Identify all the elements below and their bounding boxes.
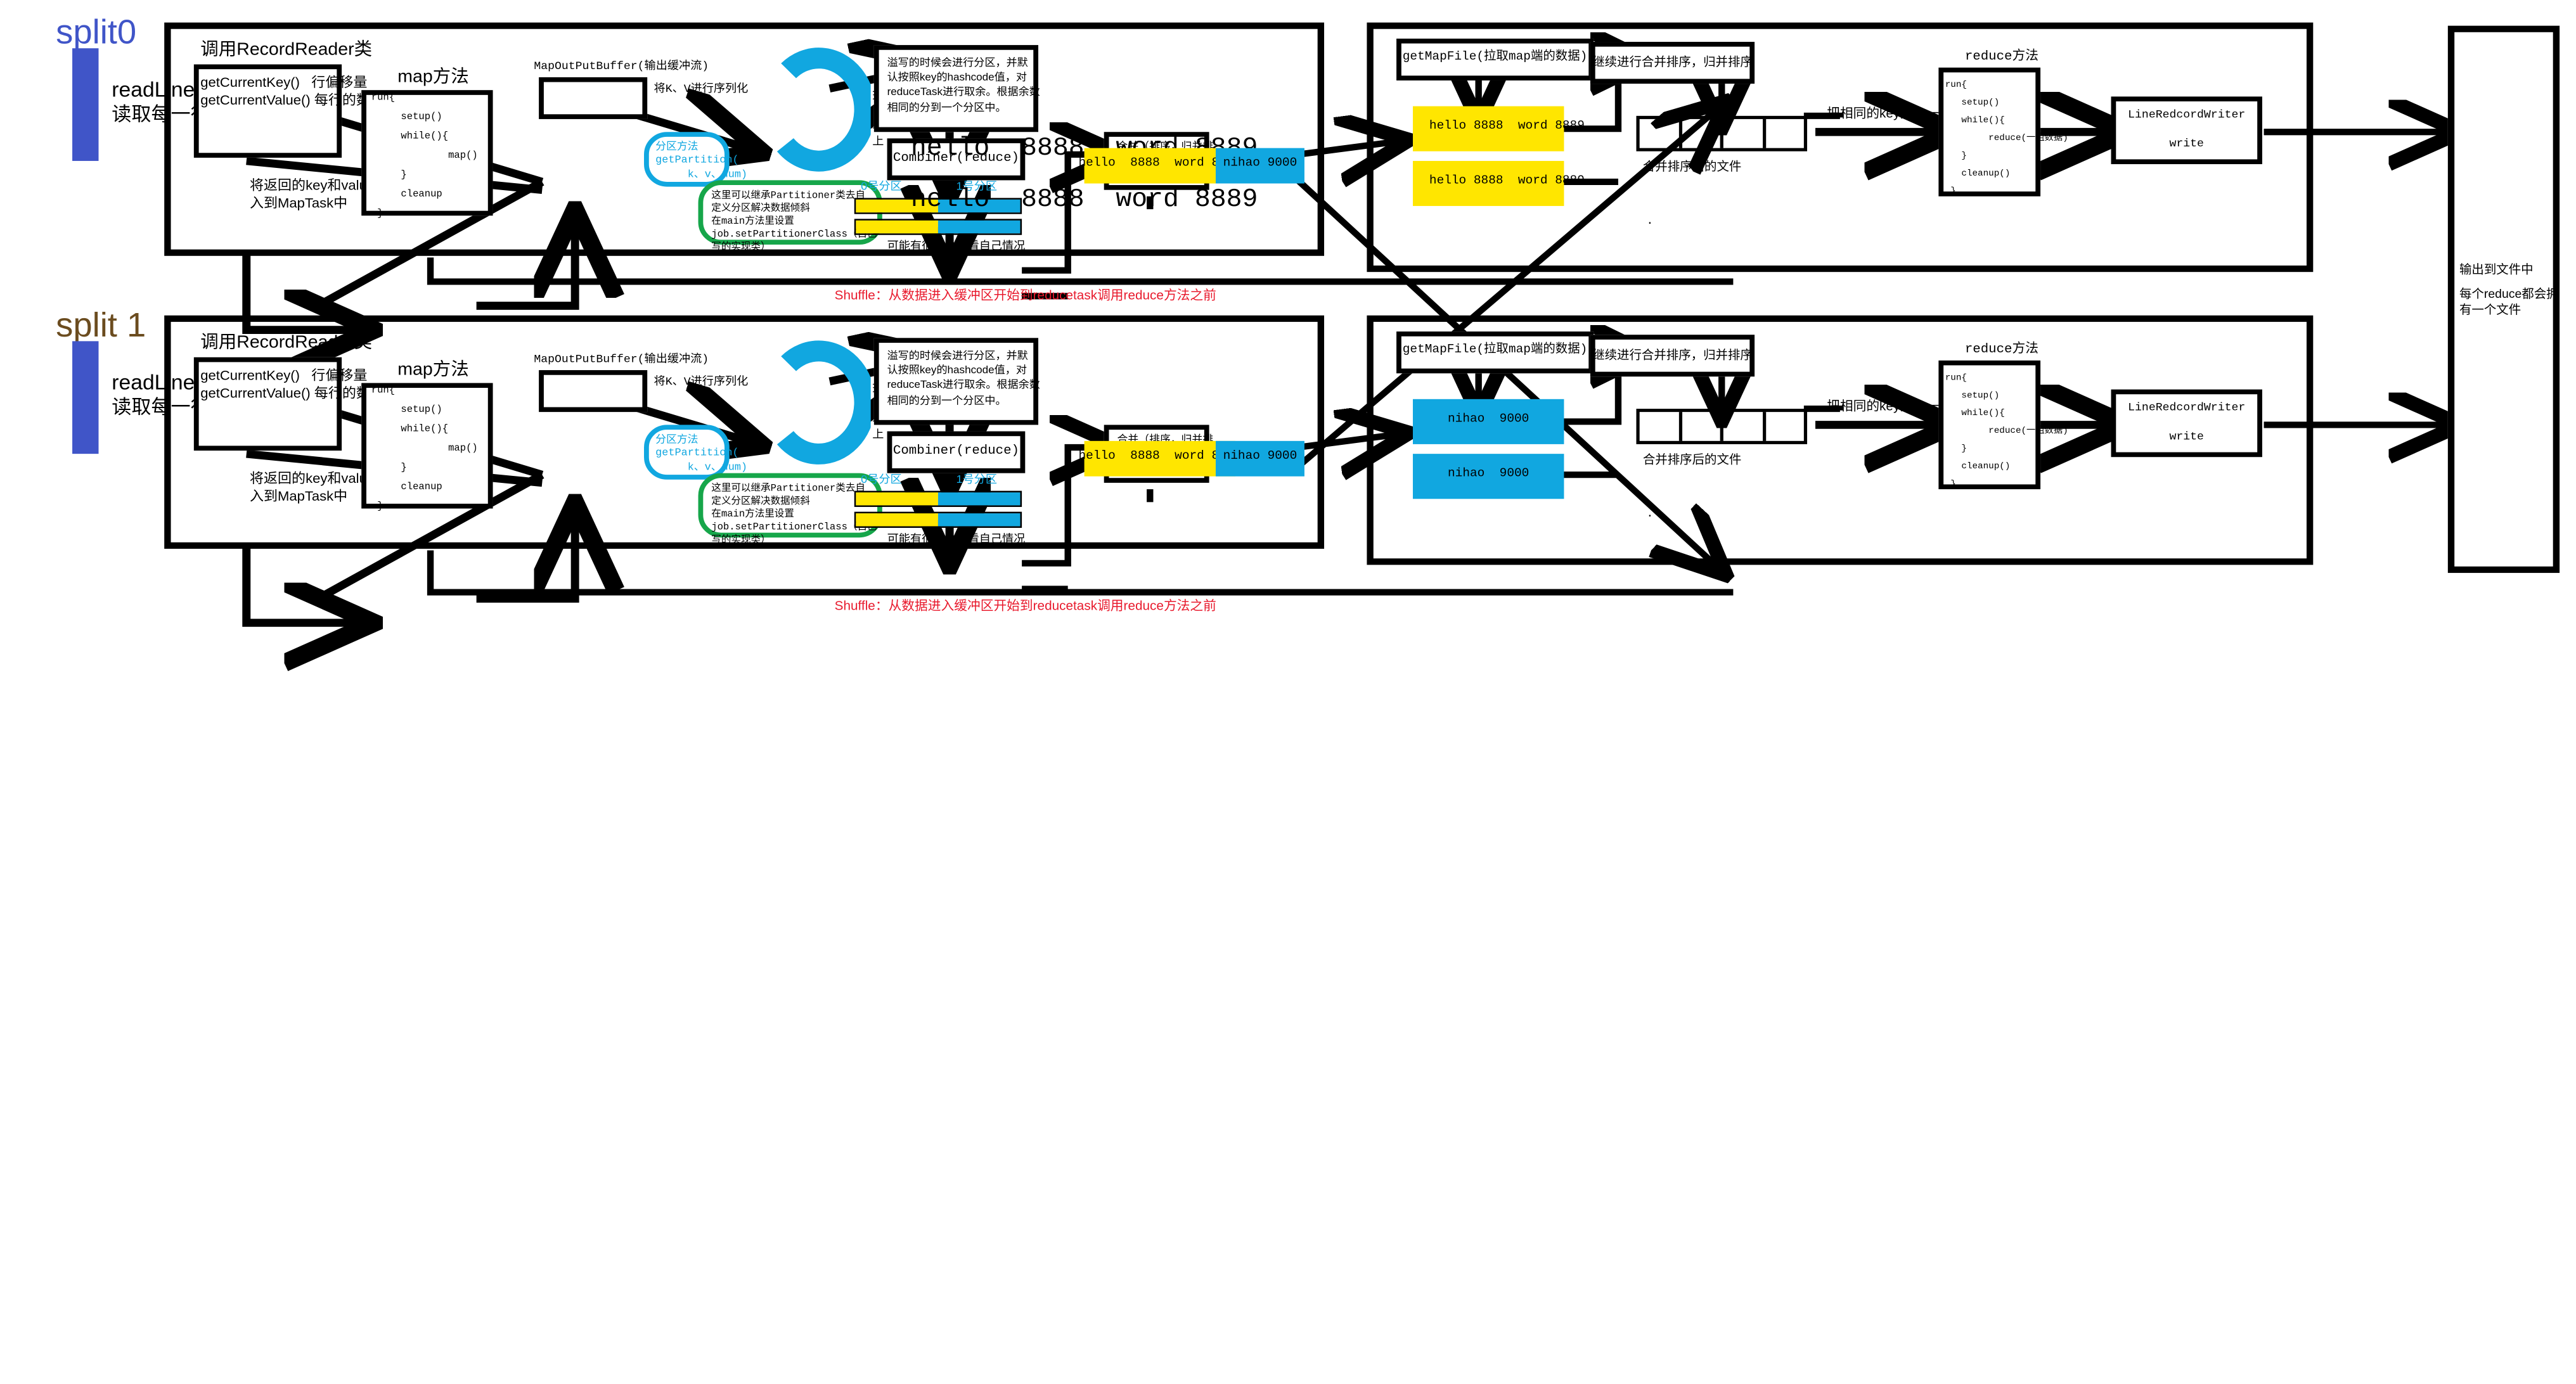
reduce-box-top: [1938, 67, 2041, 196]
output-label-2: 每个reduce都会拥: [2459, 286, 2559, 301]
carry-label-bottom-2: 入到MapTask中: [249, 487, 348, 504]
partition-strip-bottom-1: [854, 490, 1022, 507]
partition-method-top: 分区方法 getPartition( k、v、num): [644, 132, 747, 187]
readline-label-bottom-1: readLine: [112, 370, 195, 395]
partition0-label-top: 0号分区: [861, 181, 902, 193]
many-partitions-note-bottom: 可能有很多分区看自己情况: [887, 534, 1026, 546]
reduce-code-bottom: run{ setup() while(){ reduce(一组数据) } cle…: [1945, 371, 2068, 490]
partition1-label-top: 1号分区: [956, 181, 998, 193]
spill-note-top: 溢写的时候会进行分区，并默 认按照key的hashcode值，对 reduceT…: [873, 45, 1040, 132]
ring-buffer-bottom: [756, 338, 876, 466]
recordreader-key-bottom: getCurrentKey() 行偏移量: [200, 367, 368, 383]
map-title-top: map方法: [397, 67, 469, 87]
buffer-title-bottom: MapOutPutBuffer(输出缓冲流): [534, 354, 709, 368]
split-label-top: split0: [56, 14, 137, 52]
map-box-bottom: [361, 383, 493, 509]
merged-file-label-bottom: 合并排序后的文件: [1642, 452, 1742, 467]
buffer-box-bottom: [539, 370, 648, 413]
map-code-top: run{ setup() while(){ map() } cleanup }: [371, 91, 478, 219]
reducetask-container-bottom: [1367, 315, 2314, 565]
recordreader-title-top: 调用RecordReader类: [200, 40, 373, 60]
recordreader-value-bottom: getCurrentValue() 每行的数据: [200, 384, 384, 401]
group-key-label-bottom: 把相同的key分为一组: [1827, 399, 1953, 414]
partition-method-bottom: 分区方法 getPartition( k、v、num): [644, 425, 747, 480]
maptask-container-bottom: [164, 315, 1325, 549]
reduce-title-bottom: reduce方法: [1964, 342, 2038, 357]
merged-bar-cyan-bottom: nihao 9000: [1215, 440, 1304, 477]
maptask-container-top: [164, 22, 1325, 256]
partition1-label-bottom: 1号分区: [956, 475, 998, 486]
continue-merge-box-bottom: 继续进行合并排序，归并排序: [1590, 335, 1755, 377]
writer-box-top: [2111, 96, 2262, 165]
custom-partition-note-top: 这里可以继承Partitioner类去自 定义分区解决数据倾斜 在main方法里…: [698, 180, 882, 253]
writer-box-bottom: [2111, 389, 2262, 458]
buffer-title-top: MapOutPutBuffer(输出缓冲流): [534, 61, 709, 74]
fetched-block-top-2: hello 8888 word 8889: [1412, 160, 1585, 207]
output-label-3: 有一个文件: [2459, 302, 2521, 317]
partition-strip-top-1: [854, 198, 1022, 214]
serialize-label-bottom: 将K、V进行序列化: [654, 376, 749, 390]
writer-label-top-1: LineRedcordWriter: [2128, 108, 2246, 122]
combiner-box-top: Combiner(reduce): [887, 138, 1026, 181]
dot-marker-top: .: [1647, 210, 1652, 227]
custom-partition-note-bottom: 这里可以继承Partitioner类去自 定义分区解决数据倾斜 在main方法里…: [698, 473, 882, 546]
fetched-block-bottom-2: nihao 9000: [1412, 454, 1564, 499]
writer-label-bottom-1: LineRedcordWriter: [2128, 401, 2246, 415]
recordreader-value-top: getCurrentValue() 每行的数据: [200, 91, 384, 108]
fetched-block-top-1: hello 8888 word 8889: [1412, 106, 1585, 151]
writer-label-top-2: write: [2169, 138, 2204, 151]
partition0-label-bottom: 0号分区: [861, 475, 902, 486]
carry-label-top-2: 入到MapTask中: [249, 195, 348, 211]
output-label-1: 输出到文件中: [2459, 262, 2534, 277]
merged-bar-yellow-bottom: hello 8888 word 8889: [1079, 440, 1241, 477]
group-key-label-top: 把相同的key分为一组: [1827, 106, 1953, 121]
recordreader-key-top: getCurrentKey() 行偏移量: [200, 74, 368, 91]
readline-label-top-1: readLine: [112, 77, 195, 101]
buffer-box-top: [539, 77, 648, 119]
serialize-label-top: 将K、V进行序列化: [654, 84, 749, 97]
partition-strip-bottom-2: [854, 511, 1022, 528]
dot-marker-bottom: .: [1647, 503, 1652, 520]
merged-file-label-top: 合并排序后的文件: [1642, 159, 1742, 174]
diagram-canvas: split0 readLine 读取每一行 调用RecordReader类 ge…: [56, 14, 2560, 692]
recordreader-box-top: [193, 64, 342, 158]
reduce-title-top: reduce方法: [1964, 49, 2038, 65]
split-label-bottom: split 1: [56, 307, 146, 345]
split-bar-top: [72, 48, 99, 161]
shuffle-note-bottom: Shuffle：从数据进入缓冲区开始到reducetask调用reduce方法之…: [834, 598, 1216, 613]
merged-file-cells-top: [1636, 115, 1808, 151]
many-partitions-note-top: 可能有很多分区看自己情况: [887, 241, 1026, 253]
merged-file-cells-bottom: [1636, 409, 1808, 444]
reducetask-container-top: [1367, 22, 2314, 272]
map-title-bottom: map方法: [397, 360, 469, 380]
map-code-bottom: run{ setup() while(){ map() } cleanup }: [371, 384, 478, 512]
spill-note-bottom: 溢写的时候会进行分区，并默 认按照key的hashcode值，对 reduceT…: [873, 338, 1040, 425]
reduce-box-bottom: [1938, 360, 2041, 490]
output-file-box: [2447, 25, 2560, 573]
getmapfile-box-bottom: getMapFile(拉取map端的数据): [1396, 331, 1594, 374]
shuffle-note-top: Shuffle：从数据进入缓冲区开始到reducetask调用reduce方法之…: [834, 288, 1216, 303]
fetched-block-bottom-1: nihao 9000: [1412, 399, 1564, 444]
writer-label-bottom-2: write: [2169, 430, 2204, 444]
partition-strip-top-2: [854, 219, 1022, 235]
recordreader-box-bottom: [193, 357, 342, 451]
map-box-top: [361, 90, 493, 216]
getmapfile-box-top: getMapFile(拉取map端的数据): [1396, 38, 1594, 80]
recordreader-title-bottom: 调用RecordReader类: [200, 333, 373, 353]
merged-bar-cyan-top: nihao 9000: [1215, 148, 1304, 184]
split-bar-bottom: [72, 341, 99, 454]
reduce-code-top: run{ setup() while(){ reduce(一组数据) } cle…: [1945, 79, 2068, 196]
merged-bar-yellow-top: hello 8888 word 8889: [1079, 148, 1241, 184]
ring-buffer-top: [756, 45, 876, 174]
combiner-box-bottom: Combiner(reduce): [887, 431, 1026, 473]
continue-merge-box-top: 继续进行合并排序，归并排序: [1590, 42, 1755, 84]
